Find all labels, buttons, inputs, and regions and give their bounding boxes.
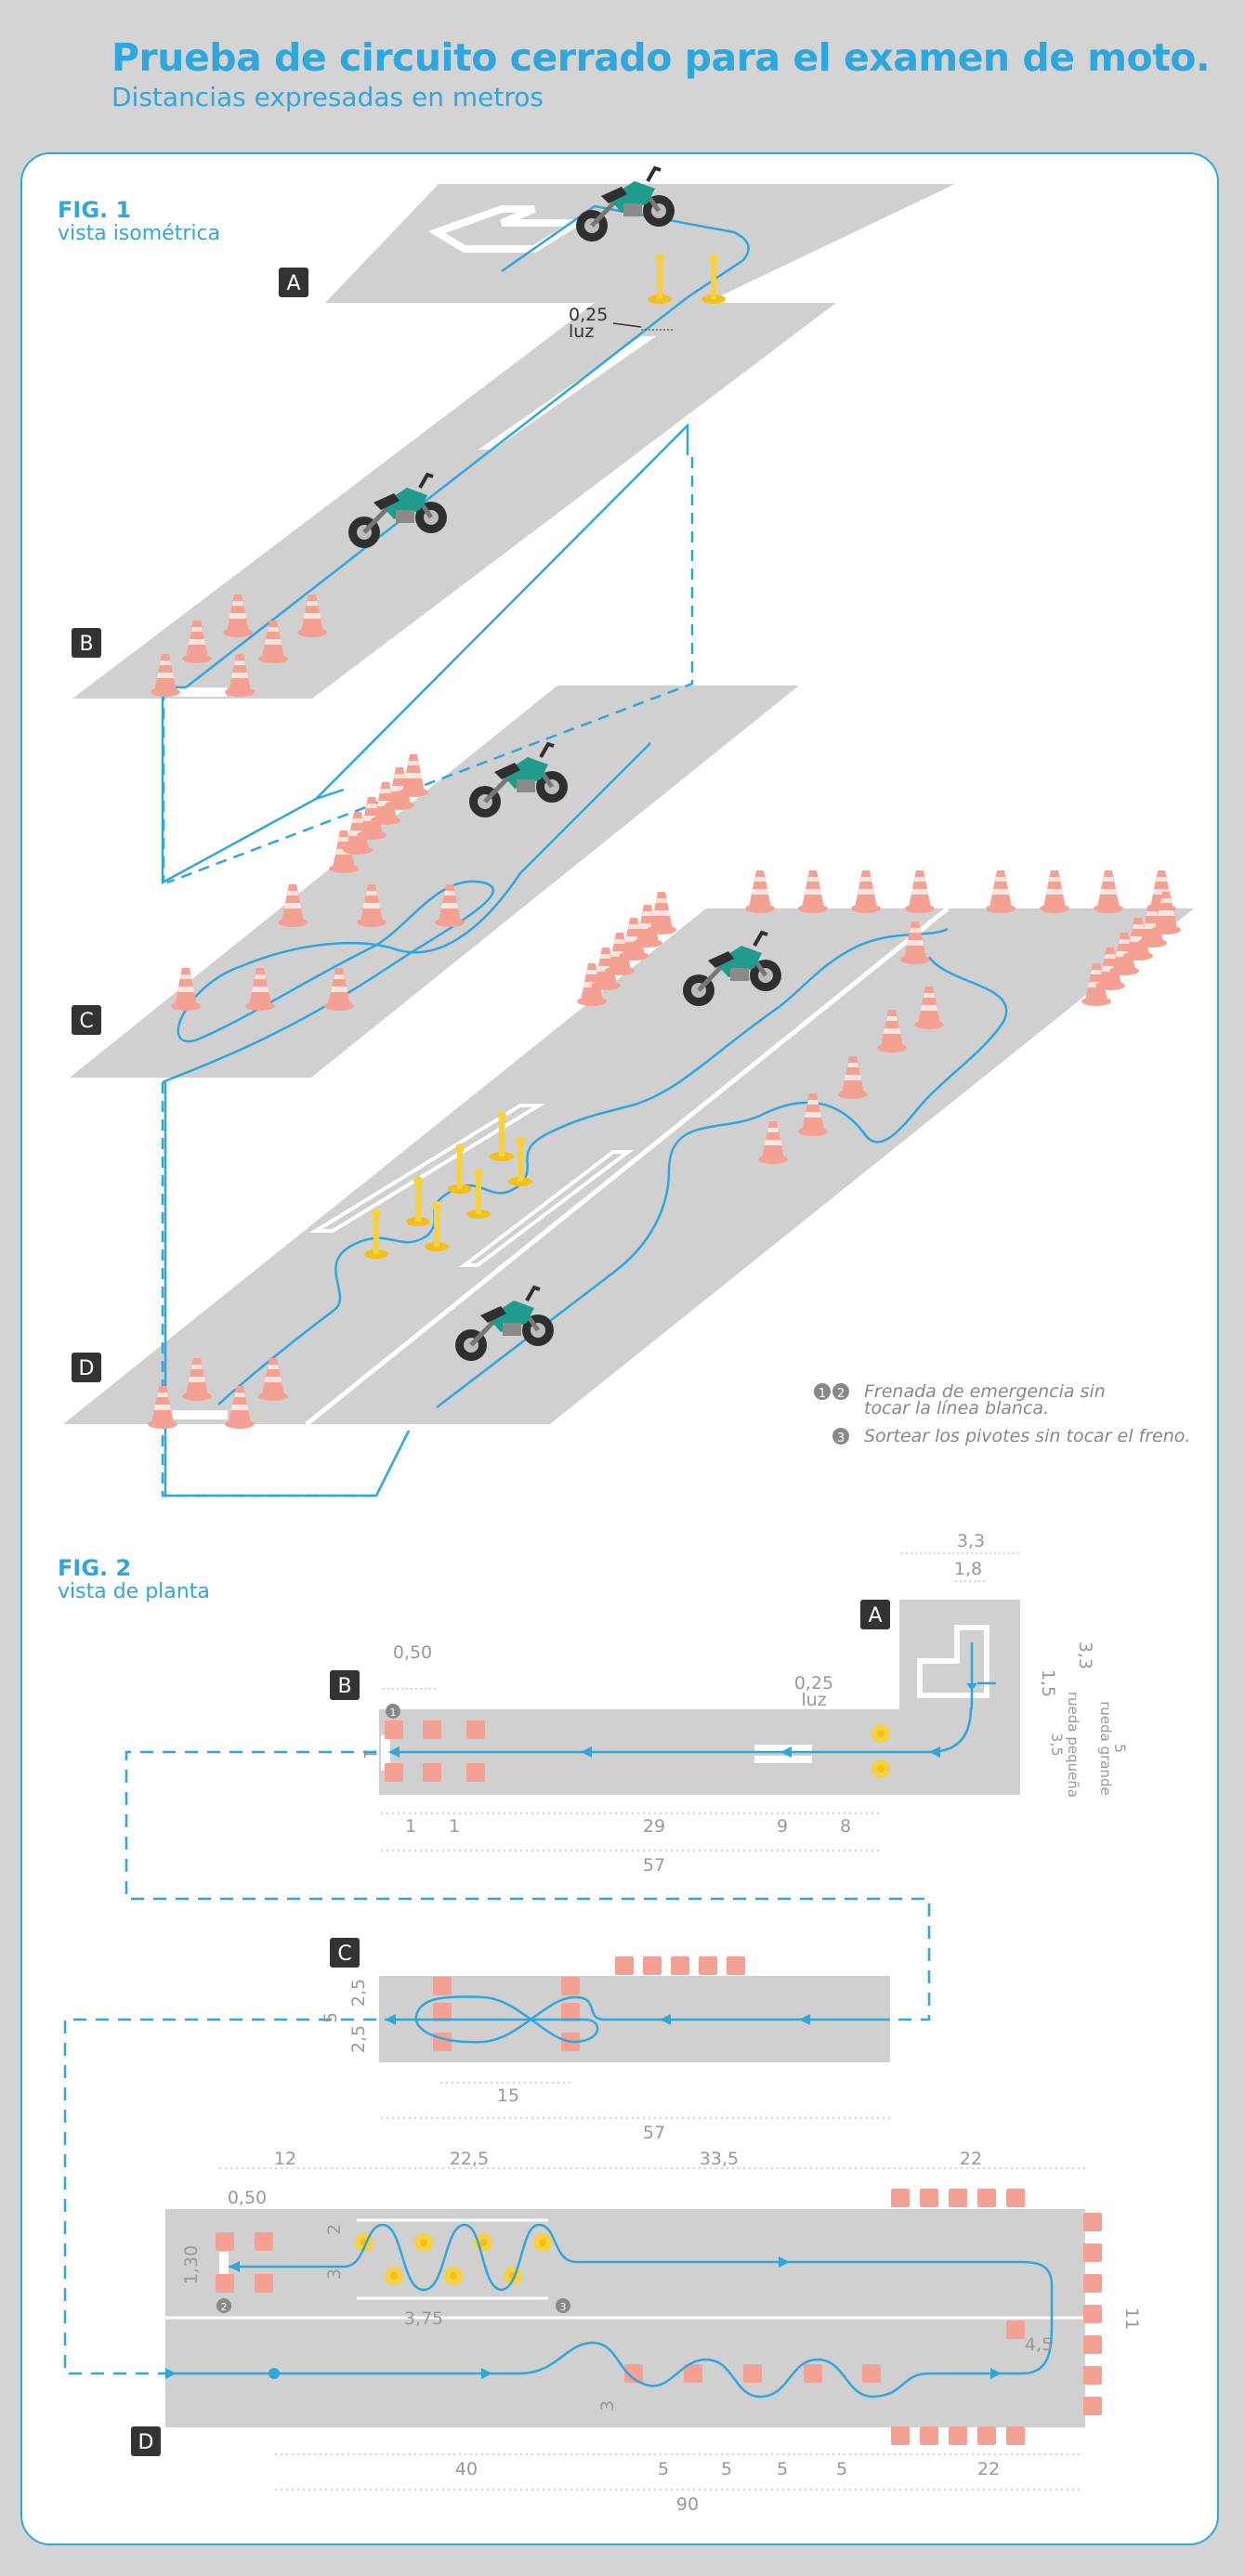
plan-d-dims: 12 22,5 33,5 22 0,50 1,30 2 3 3,75 11 4,… <box>181 2149 1142 2515</box>
svg-text:0,50: 0,50 <box>228 2188 267 2208</box>
iso-gap-callout: 0,25 luz <box>569 305 675 342</box>
svg-text:12: 12 <box>274 2149 296 2169</box>
svg-text:1: 1 <box>390 1706 397 1719</box>
svg-text:90: 90 <box>676 2494 699 2515</box>
svg-text:0,25: 0,25 <box>569 305 608 325</box>
svg-text:5: 5 <box>777 2459 788 2479</box>
svg-text:11: 11 <box>1121 2308 1142 2330</box>
fig1-legend: 1 2 Frenada de emergencia sin tocar la l… <box>814 1381 1190 1446</box>
svg-text:3: 3 <box>837 1432 845 1445</box>
svg-text:8: 8 <box>840 1816 851 1837</box>
iso-plate-c <box>70 686 799 1078</box>
header: Prueba de circuito cerrado para el exame… <box>111 35 1211 113</box>
plan-a: A <box>860 1600 1020 1754</box>
svg-text:33,5: 33,5 <box>700 2149 739 2169</box>
plan-d: D 2 3 <box>131 2189 1102 2456</box>
svg-text:3: 3 <box>597 2400 618 2412</box>
svg-text:Frenada de emergencia sin: Frenada de emergencia sin <box>864 1381 1106 1402</box>
fig2-sublabel: vista de planta <box>58 1580 210 1603</box>
fig1-label: FIG. 1 <box>58 197 131 223</box>
svg-text:C: C <box>79 1010 93 1033</box>
svg-text:tocar la línea blanca.: tocar la línea blanca. <box>864 1398 1049 1419</box>
iso-plate-d <box>63 907 1194 1426</box>
svg-text:luz: luz <box>801 1690 826 1710</box>
svg-text:1: 1 <box>405 1816 416 1837</box>
svg-text:3,75: 3,75 <box>404 2308 443 2329</box>
fig2-label: FIG. 2 <box>58 1555 131 1581</box>
svg-text:2,5: 2,5 <box>348 2025 369 2053</box>
svg-text:3: 3 <box>324 2269 345 2280</box>
svg-text:3: 3 <box>560 2301 567 2313</box>
svg-text:40: 40 <box>455 2459 478 2479</box>
svg-text:2: 2 <box>221 2301 228 2313</box>
svg-text:D: D <box>79 1357 95 1380</box>
svg-text:22: 22 <box>977 2459 1000 2479</box>
plan-c: C <box>330 1938 890 2062</box>
svg-text:0,50: 0,50 <box>393 1642 432 1663</box>
svg-text:1: 1 <box>819 1387 826 1401</box>
svg-text:29: 29 <box>643 1816 665 1837</box>
iso-plate-b <box>72 303 836 699</box>
svg-text:2: 2 <box>324 2224 345 2235</box>
svg-text:Sortear los pivotes sin tocar: Sortear los pivotes sin tocar el freno. <box>864 1426 1190 1446</box>
svg-text:57: 57 <box>643 2123 665 2143</box>
svg-text:A: A <box>286 272 300 295</box>
svg-text:1: 1 <box>360 1748 380 1759</box>
svg-text:luz: luz <box>569 321 594 342</box>
svg-text:2: 2 <box>837 1387 845 1401</box>
svg-text:1: 1 <box>449 1816 460 1837</box>
svg-text:5: 5 <box>321 2012 341 2023</box>
iso-dashed-links <box>161 457 694 1497</box>
svg-text:1,8: 1,8 <box>954 1559 982 1579</box>
svg-text:3,3: 3,3 <box>957 1531 985 1551</box>
plan-b-dims: 0,50 1 1 1 29 9 8 57 <box>360 1642 881 1876</box>
svg-text:3,3: 3,3 <box>1075 1641 1095 1669</box>
svg-text:0,25: 0,25 <box>794 1673 833 1693</box>
svg-text:C: C <box>337 1942 351 1966</box>
svg-text:57: 57 <box>643 1855 665 1876</box>
svg-text:5: 5 <box>1111 1744 1129 1753</box>
svg-text:15: 15 <box>497 2086 519 2106</box>
svg-text:B: B <box>337 1675 351 1698</box>
plan-c-dims: 5 2,5 2,5 15 57 <box>321 1979 890 2143</box>
svg-text:A: A <box>868 1604 882 1628</box>
svg-text:rueda pequeña: rueda pequeña <box>1065 1692 1081 1798</box>
svg-text:5: 5 <box>836 2459 847 2479</box>
svg-text:5: 5 <box>721 2459 732 2479</box>
page-subtitle: Distancias expresadas en metros <box>111 82 544 112</box>
fig1-sublabel: vista isométrica <box>58 222 220 245</box>
iso-plate-a <box>325 184 955 303</box>
svg-text:9: 9 <box>777 1816 788 1837</box>
plan-a-dims: 3,3 1,8 3,3 1,5 0,25 luz 3,5 rueda peque… <box>794 1531 1129 1798</box>
iso-section-labels: A B C D <box>72 268 308 1382</box>
svg-text:rueda grande: rueda grande <box>1097 1701 1114 1796</box>
svg-text:3,5: 3,5 <box>1048 1733 1066 1756</box>
plan-b: B 1 <box>330 1670 1020 1795</box>
svg-text:D: D <box>138 2431 154 2454</box>
svg-text:B: B <box>79 633 93 656</box>
svg-text:22,5: 22,5 <box>450 2149 489 2169</box>
svg-text:5: 5 <box>658 2459 669 2479</box>
svg-text:1,30: 1,30 <box>181 2245 202 2284</box>
svg-text:4,5: 4,5 <box>1025 2334 1053 2355</box>
svg-text:2,5: 2,5 <box>348 1979 369 2007</box>
page-title: Prueba de circuito cerrado para el exame… <box>111 35 1211 80</box>
svg-text:22: 22 <box>960 2149 982 2169</box>
plan-dashed-links <box>63 1750 931 2375</box>
svg-text:1,5: 1,5 <box>1038 1669 1058 1697</box>
